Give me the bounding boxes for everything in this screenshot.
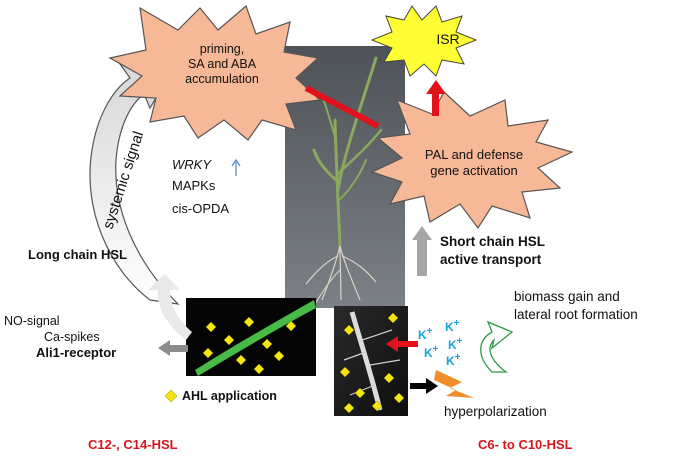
- cis-opda-label: cis-OPDA: [172, 201, 230, 216]
- pal-starburst: [370, 91, 574, 230]
- biomass-curved-arrow: [480, 320, 514, 373]
- potassium-ion: K+: [448, 336, 463, 352]
- plant-roots: [305, 245, 377, 307]
- red-arrow-k-head: [386, 336, 398, 352]
- gray-arrow-transport-shaft: [417, 240, 427, 276]
- hyperpolarization-label: hyperpolarization: [444, 404, 547, 419]
- black-arrow-head: [426, 378, 438, 394]
- gray-arrow-transport-head: [412, 226, 432, 240]
- ca-spikes-label: Ca-spikes: [44, 330, 100, 344]
- potassium-ion: K+: [445, 318, 460, 334]
- long-chain-hsl-label: Long chain HSL: [28, 247, 127, 262]
- wrky-label: WRKY: [172, 157, 211, 172]
- fluorescent-root: [195, 300, 316, 376]
- legend-diamond: [164, 389, 178, 403]
- ahl-markers: [202, 312, 405, 414]
- black-arrow-shaft: [410, 383, 428, 389]
- priming-starburst: [108, 4, 322, 141]
- root-laterals: [343, 329, 401, 396]
- potassium-ion: K+: [418, 326, 433, 342]
- no-signal-label: NO-signal: [4, 314, 60, 328]
- ahl-application-label: AHL application: [182, 389, 277, 403]
- potassium-ion: K+: [424, 344, 439, 360]
- red-arrow-priming: [304, 85, 380, 129]
- wrky-upregulation-arrow: [231, 158, 241, 176]
- root-main: [349, 311, 383, 411]
- ali1-receptor-label: Ali1-receptor: [36, 345, 117, 360]
- faint-curved-arrow: [148, 274, 192, 340]
- red-arrow-isr-shaft: [432, 92, 439, 116]
- gray-arrow-ali1-head: [158, 340, 170, 356]
- c6-c10-hsl-label: C6- to C10-HSL: [478, 437, 573, 452]
- gray-arrow-ali1-shaft: [168, 345, 188, 352]
- red-arrow-k-shaft: [396, 341, 418, 347]
- c12-c14-hsl-label: C12-, C14-HSL: [88, 437, 178, 452]
- plant-leaves: [312, 56, 383, 248]
- mapks-label: MAPKs: [172, 178, 216, 193]
- potassium-ion: K+: [446, 352, 461, 368]
- isr-starburst: [370, 5, 478, 77]
- hyperpolarization-bolt: [434, 370, 474, 398]
- isr-label: ISR: [436, 31, 460, 47]
- red-arrow-isr-head: [426, 80, 446, 94]
